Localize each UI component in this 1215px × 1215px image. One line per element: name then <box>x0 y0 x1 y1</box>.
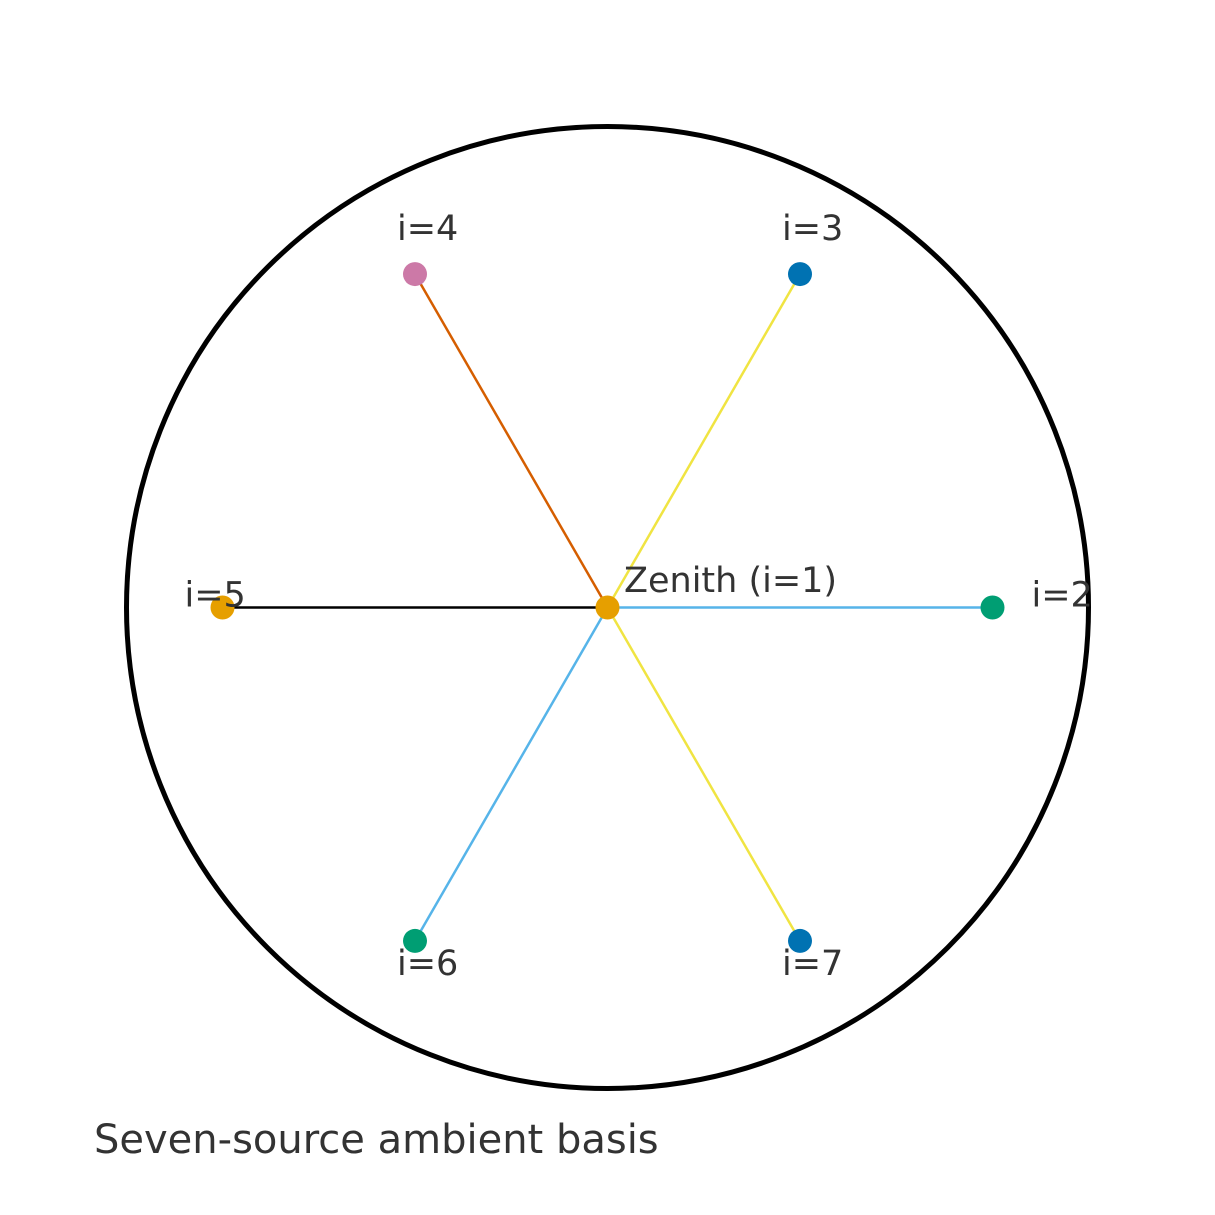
source-dot-5 <box>210 595 235 620</box>
source-dot-3 <box>788 262 812 287</box>
horizon-circle <box>124 124 1091 1091</box>
source-dot-6 <box>403 928 427 953</box>
source-ray-7 <box>606 606 802 942</box>
source-label-2: i=2 <box>1032 576 1093 616</box>
zenith-label: Zenith (i=1) <box>624 561 837 601</box>
zenith-source-dot <box>595 595 620 620</box>
source-label-6: i=6 <box>397 944 458 984</box>
source-dot-4 <box>403 262 427 287</box>
source-label-5: i=5 <box>185 576 246 616</box>
source-label-3: i=3 <box>782 209 843 249</box>
source-dot-7 <box>788 928 812 953</box>
source-dots <box>210 262 1005 953</box>
source-label-4: i=4 <box>397 209 458 249</box>
source-ray-3 <box>606 273 802 609</box>
diagram-caption: Seven-source ambient basis <box>94 1117 659 1163</box>
source-dot-2 <box>980 595 1005 620</box>
source-labels: i=2 i=3 i=4 i=5 i=6 i=7 <box>185 209 1093 984</box>
source-ray-4 <box>413 273 609 609</box>
source-rays <box>222 273 993 942</box>
source-ray-6 <box>413 606 609 942</box>
source-label-7: i=7 <box>782 944 843 984</box>
